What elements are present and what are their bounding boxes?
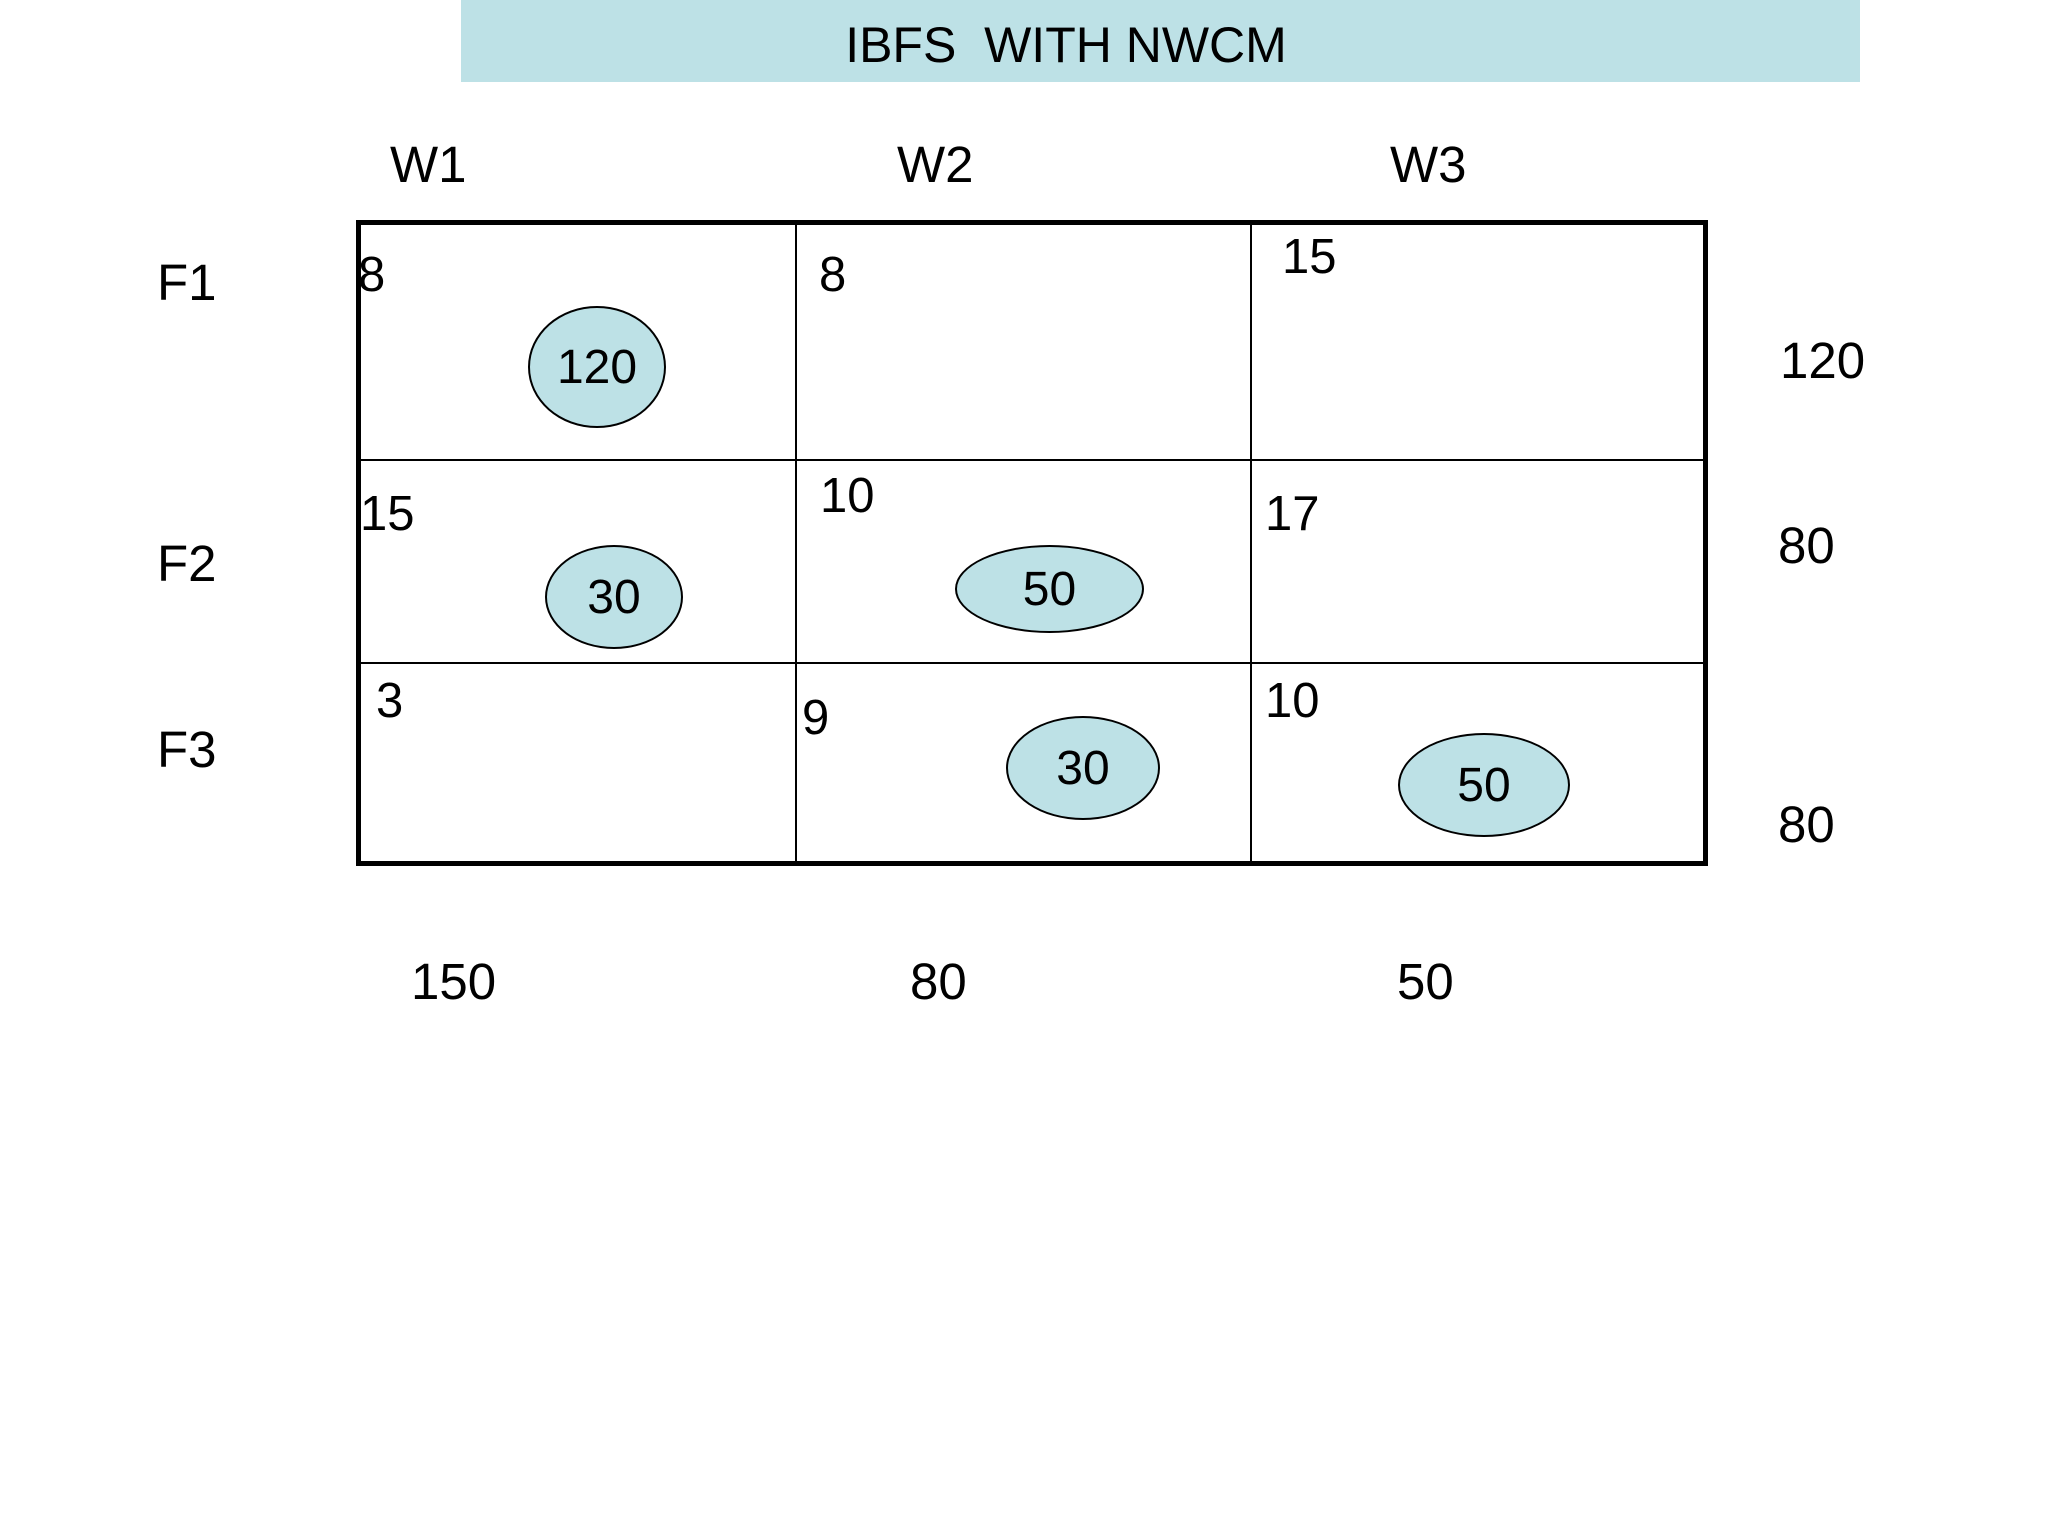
title-bar bbox=[461, 0, 1860, 82]
cost-f1-w1: 8 bbox=[358, 248, 386, 302]
cost-f1-w3: 15 bbox=[1282, 230, 1337, 284]
table-border-bottom bbox=[356, 861, 1708, 866]
cost-f3-w2: 9 bbox=[802, 691, 830, 745]
supply-f1: 120 bbox=[1780, 332, 1866, 389]
table-divider-col2 bbox=[1250, 222, 1252, 864]
page-title: IBFS WITH NWCM bbox=[845, 17, 1287, 73]
cost-f2-w1: 15 bbox=[360, 487, 415, 541]
table-divider-col1 bbox=[795, 222, 797, 864]
allocation-f1-w1: 120 bbox=[528, 306, 666, 428]
column-header-w3: W3 bbox=[1390, 136, 1467, 193]
allocation-f3-w2: 30 bbox=[1006, 716, 1160, 820]
demand-w3: 50 bbox=[1397, 953, 1454, 1010]
cost-f2-w2: 10 bbox=[820, 469, 875, 523]
allocation-f3-w3: 50 bbox=[1398, 733, 1570, 837]
column-header-w2: W2 bbox=[897, 136, 974, 193]
cost-f2-w3: 17 bbox=[1265, 487, 1320, 541]
row-header-f1: F1 bbox=[157, 254, 217, 311]
row-header-f2: F2 bbox=[157, 535, 217, 592]
demand-w1: 150 bbox=[411, 953, 497, 1010]
cost-f3-w1: 3 bbox=[376, 674, 404, 728]
column-header-w1: W1 bbox=[390, 136, 467, 193]
row-header-f3: F3 bbox=[157, 721, 217, 778]
table-border-top bbox=[356, 220, 1708, 225]
supply-f3: 80 bbox=[1778, 796, 1835, 853]
cost-f3-w3: 10 bbox=[1265, 674, 1320, 728]
table-divider-row1 bbox=[358, 459, 1706, 461]
table-divider-row2 bbox=[358, 662, 1706, 664]
supply-f2: 80 bbox=[1778, 517, 1835, 574]
table-border-right bbox=[1703, 220, 1708, 866]
allocation-f2-w1: 30 bbox=[545, 545, 683, 649]
demand-w2: 80 bbox=[910, 953, 967, 1010]
cost-f1-w2: 8 bbox=[819, 248, 847, 302]
table-border-left bbox=[356, 220, 361, 866]
allocation-f2-w2: 50 bbox=[955, 545, 1144, 633]
